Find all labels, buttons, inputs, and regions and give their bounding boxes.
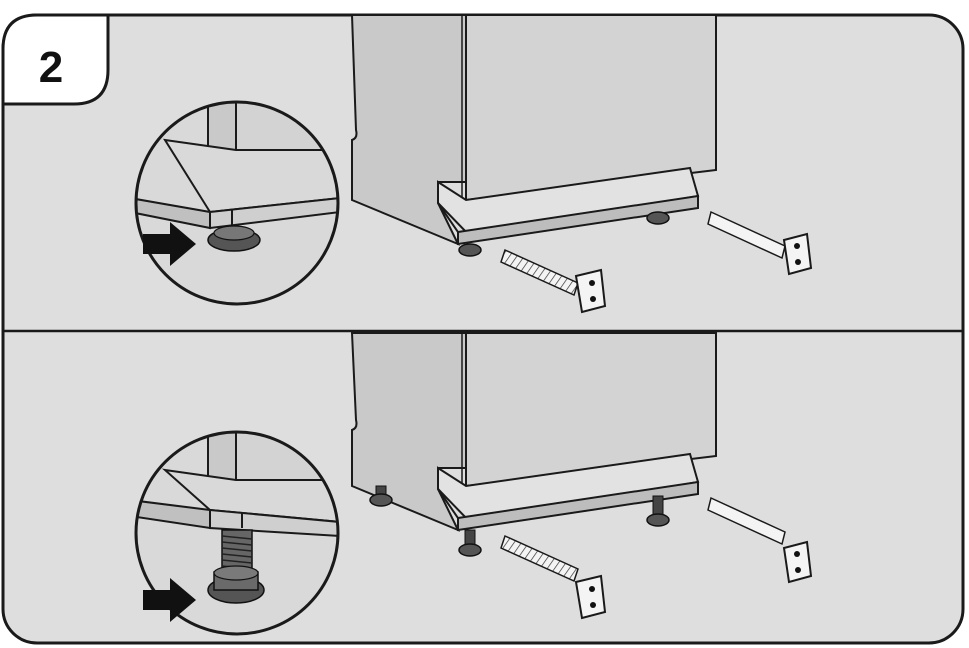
foot-front-right <box>646 211 670 225</box>
appliance-top <box>350 14 717 246</box>
arrow-top <box>143 222 196 266</box>
top-panel <box>134 14 813 314</box>
foot-front-right-extended <box>646 495 670 527</box>
step-badge: 2 <box>1 13 110 106</box>
appliance-bottom <box>350 332 717 532</box>
strap-left <box>500 248 607 314</box>
step-number: 2 <box>39 43 63 92</box>
arrow-bottom <box>143 578 196 622</box>
foot-front-left-extended <box>458 529 482 557</box>
foot-rear-left <box>369 485 393 507</box>
bottom-panel <box>134 332 813 636</box>
strap-right-bottom <box>707 496 813 584</box>
strap-left-bottom <box>500 534 607 620</box>
detail-zoom-top <box>134 100 340 306</box>
detail-zoom-bottom <box>134 430 340 636</box>
strap-right <box>707 210 813 276</box>
foot-front-left <box>458 243 482 257</box>
